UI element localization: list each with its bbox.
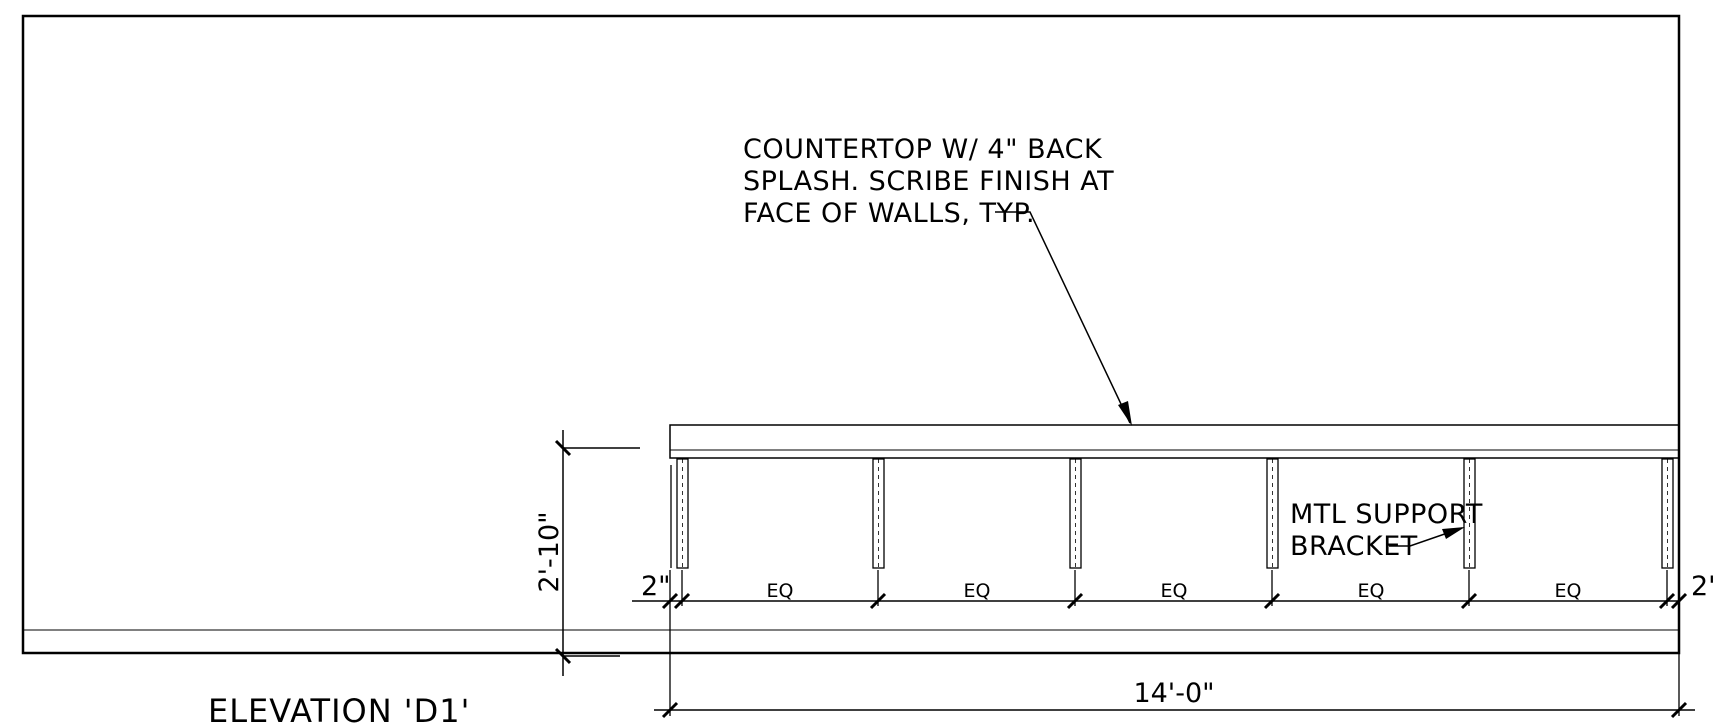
support-bracket: [1069, 458, 1082, 569]
height-dimension-label: 2'-10": [534, 511, 565, 592]
view-title: ELEVATION 'D1': [208, 692, 470, 727]
overall-length-label: 14'-0": [1133, 678, 1214, 709]
support-bracket: [1463, 458, 1476, 569]
eq-label: EQ: [1358, 580, 1385, 602]
spacing-dimension-string: [632, 570, 1688, 716]
countertop-note-line3: FACE OF WALLS, TYP.: [743, 198, 1035, 229]
wall-outline: [21, 14, 1681, 655]
eq-label: EQ: [964, 580, 991, 602]
support-bracket: [1266, 458, 1279, 569]
support-bracket: [1661, 458, 1674, 569]
support-bracket: [872, 458, 885, 569]
countertop: [669, 424, 1680, 459]
eq-label: EQ: [1555, 580, 1582, 602]
countertop-note-line1: COUNTERTOP W/ 4" BACK: [743, 134, 1103, 165]
countertop-note: COUNTERTOP W/ 4" BACK SPLASH. SCRIBE FIN…: [743, 134, 1114, 229]
bracket-note-line1: MTL SUPPORT: [1290, 499, 1483, 530]
height-dimension: 2'-10": [534, 430, 640, 676]
countertop-leader: [995, 211, 1132, 426]
left-offset-label: 2": [641, 571, 671, 602]
right-offset-label: 2': [1691, 571, 1715, 602]
support-bracket: [670, 458, 689, 569]
overall-length-dimension: 14'-0": [654, 678, 1695, 719]
bracket-leader: [1389, 527, 1465, 547]
eq-label: EQ: [1161, 580, 1188, 602]
countertop-note-line2: SPLASH. SCRIBE FINISH AT: [743, 166, 1114, 197]
eq-label: EQ: [767, 580, 794, 602]
